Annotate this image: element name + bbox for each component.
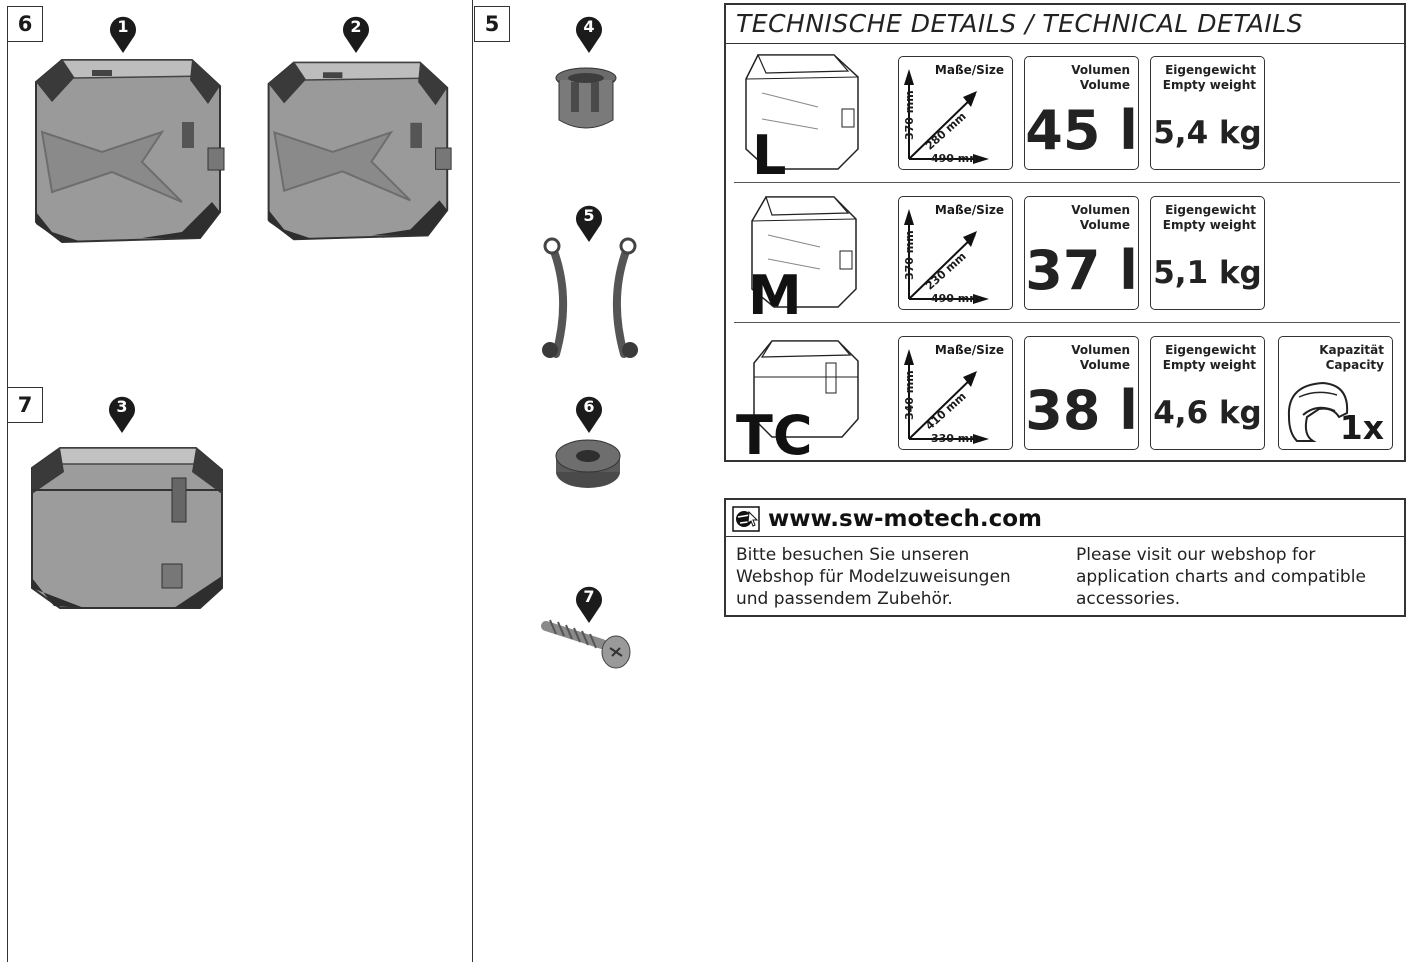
location-pin-icon — [109, 396, 135, 433]
volume-label-en: Volume — [1079, 78, 1130, 92]
capacity-label-de: Kapazität — [1319, 343, 1384, 357]
case-variant-label: L — [752, 124, 787, 187]
callout-number: 4 — [583, 17, 595, 36]
location-pin-icon — [576, 16, 602, 53]
location-pin-icon — [576, 205, 602, 242]
callout-number: 2 — [350, 17, 362, 36]
weight-label-de: Eigengewicht — [1165, 63, 1256, 77]
location-pin-icon — [576, 396, 602, 433]
volume-label-de: Volumen — [1071, 343, 1130, 357]
size-label: Maße/Size — [934, 63, 1004, 77]
screw-part-image — [541, 619, 631, 669]
column-divider-left — [7, 42, 8, 962]
dimension-arrows-icon — [904, 209, 989, 304]
column-divider-middle — [472, 0, 473, 962]
step-number-6: 6 — [7, 6, 43, 42]
case-l-diagram — [745, 54, 859, 170]
location-pin-icon — [110, 16, 136, 53]
callout-number: 3 — [116, 397, 128, 416]
volume-value: 38 l — [1025, 379, 1138, 442]
callout-pin-1: 1 — [107, 12, 139, 54]
weight-label-de: Eigengewicht — [1165, 343, 1256, 357]
callout-number: 5 — [583, 206, 595, 225]
capacity-value: 1x — [1339, 408, 1384, 447]
dimension-arrows-icon — [904, 349, 989, 444]
website-text-en: Please visit our webshop for application… — [1076, 545, 1366, 609]
plug-part-image — [555, 67, 617, 129]
spacer-part-image — [555, 439, 621, 488]
callout-pin-2: 2 — [340, 12, 372, 54]
dimension-arrows-icon — [904, 69, 989, 164]
case-variant-label: M — [748, 264, 802, 327]
weight-value: 4,6 kg — [1153, 395, 1262, 431]
location-pin-icon — [576, 586, 602, 623]
step-number-5: 5 — [474, 6, 510, 42]
callout-pin-7: 7 — [573, 582, 605, 624]
weight-label-en: Empty weight — [1162, 218, 1256, 232]
website-panel: www.sw-motech.com Bitte besuchen Sie uns… — [724, 498, 1406, 617]
callout-pin-3: 3 — [106, 392, 138, 434]
weight-label-en: Empty weight — [1162, 78, 1256, 92]
side-case-left-image — [35, 59, 225, 244]
strap-part-image — [542, 237, 638, 358]
height-dimension: 370 mm — [903, 90, 916, 140]
size-tile: Maße/Size 340 mm 410 mm 330 mm — [898, 336, 1013, 450]
technical-details-title: TECHNISCHE DETAILS / TECHNICAL DETAILS — [736, 9, 1303, 38]
volume-label-en: Volume — [1079, 218, 1130, 232]
website-text-de: Bitte besuchen Sie unseren Webshop für M… — [736, 545, 1011, 609]
callout-number: 6 — [583, 397, 595, 416]
height-dimension: 370 mm — [903, 230, 916, 280]
size-tile: Maße/Size 370 mm 230 mm 490 mm — [898, 196, 1013, 310]
row-divider — [734, 322, 1400, 323]
weight-value: 5,4 kg — [1153, 115, 1262, 151]
location-pin-icon — [343, 16, 369, 53]
callout-pin-5: 5 — [573, 201, 605, 243]
web-divider — [726, 536, 1404, 537]
volume-label-en: Volume — [1079, 358, 1130, 372]
volume-value: 37 l — [1025, 239, 1138, 302]
globe-cursor-icon — [732, 506, 760, 532]
technical-details-panel: TECHNISCHE DETAILS / TECHNICAL DETAILS L… — [724, 3, 1406, 467]
case-variant-label: TC — [736, 404, 813, 467]
size-label: Maße/Size — [934, 343, 1004, 357]
height-dimension: 340 mm — [903, 370, 916, 420]
weight-label-de: Eigengewicht — [1165, 203, 1256, 217]
callout-number: 1 — [117, 17, 129, 36]
helmet-icon — [1287, 381, 1349, 442]
row-divider — [734, 182, 1400, 183]
volume-label-de: Volumen — [1071, 63, 1130, 77]
size-tile: Maße/Size 370 mm 280 mm 490 mm — [898, 56, 1013, 170]
callout-number: 7 — [583, 587, 595, 606]
callout-pin-4: 4 — [573, 12, 605, 54]
case-tc-diagram — [753, 340, 859, 438]
capacity-label-en: Capacity — [1325, 358, 1384, 372]
width-dimension: 330 mm — [931, 432, 981, 445]
width-dimension: 490 mm — [931, 292, 981, 305]
volume-value: 45 l — [1025, 99, 1138, 162]
size-label: Maße/Size — [934, 203, 1004, 217]
step-number-7: 7 — [7, 387, 43, 423]
website-url[interactable]: www.sw-motech.com — [768, 506, 1043, 532]
callout-pin-6: 6 — [573, 392, 605, 434]
case-m-diagram — [751, 196, 857, 308]
top-case-image — [31, 447, 223, 609]
width-dimension: 490 mm — [931, 152, 981, 165]
volume-label-de: Volumen — [1071, 203, 1130, 217]
weight-value: 5,1 kg — [1153, 255, 1262, 291]
side-case-right-image — [267, 61, 452, 241]
title-divider — [726, 43, 1404, 44]
weight-label-en: Empty weight — [1162, 358, 1256, 372]
